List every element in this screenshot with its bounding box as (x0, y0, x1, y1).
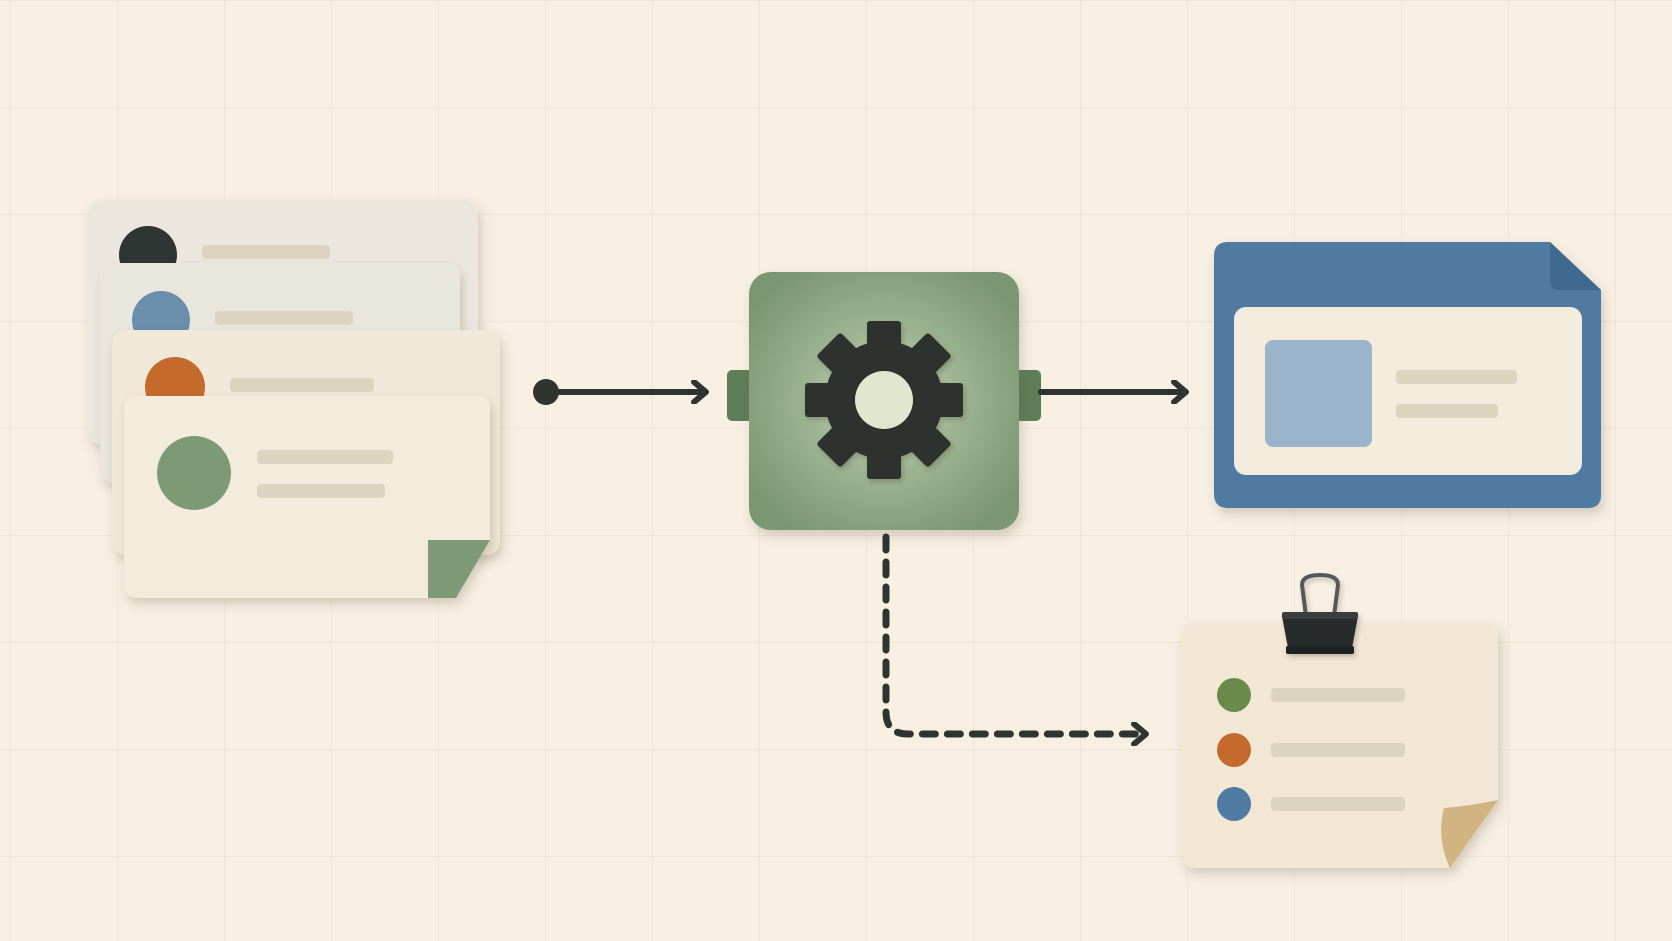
folded-corner (428, 540, 490, 598)
connector-inputs-to-processor (533, 379, 705, 405)
folded-corner (1441, 800, 1498, 868)
binder-clip-icon (1282, 572, 1358, 654)
log-note (1182, 572, 1498, 868)
bullet-icon (1217, 787, 1251, 821)
output-port (1015, 370, 1041, 421)
connector-processor-to-log (882, 533, 1145, 734)
bullet-icon (1217, 733, 1251, 767)
list-item (1217, 787, 1405, 821)
output-window-card (1214, 242, 1601, 508)
gear-icon (805, 321, 963, 479)
folded-corner (1550, 242, 1601, 290)
list-item (1217, 678, 1405, 712)
bullet-icon (1217, 678, 1251, 712)
input-port (727, 370, 753, 421)
avatar-icon (157, 436, 231, 510)
image-placeholder-icon (1265, 340, 1372, 447)
input-card-stack (88, 200, 500, 598)
processor-block (727, 272, 1041, 530)
list-item (1217, 733, 1405, 767)
input-card (124, 396, 490, 598)
